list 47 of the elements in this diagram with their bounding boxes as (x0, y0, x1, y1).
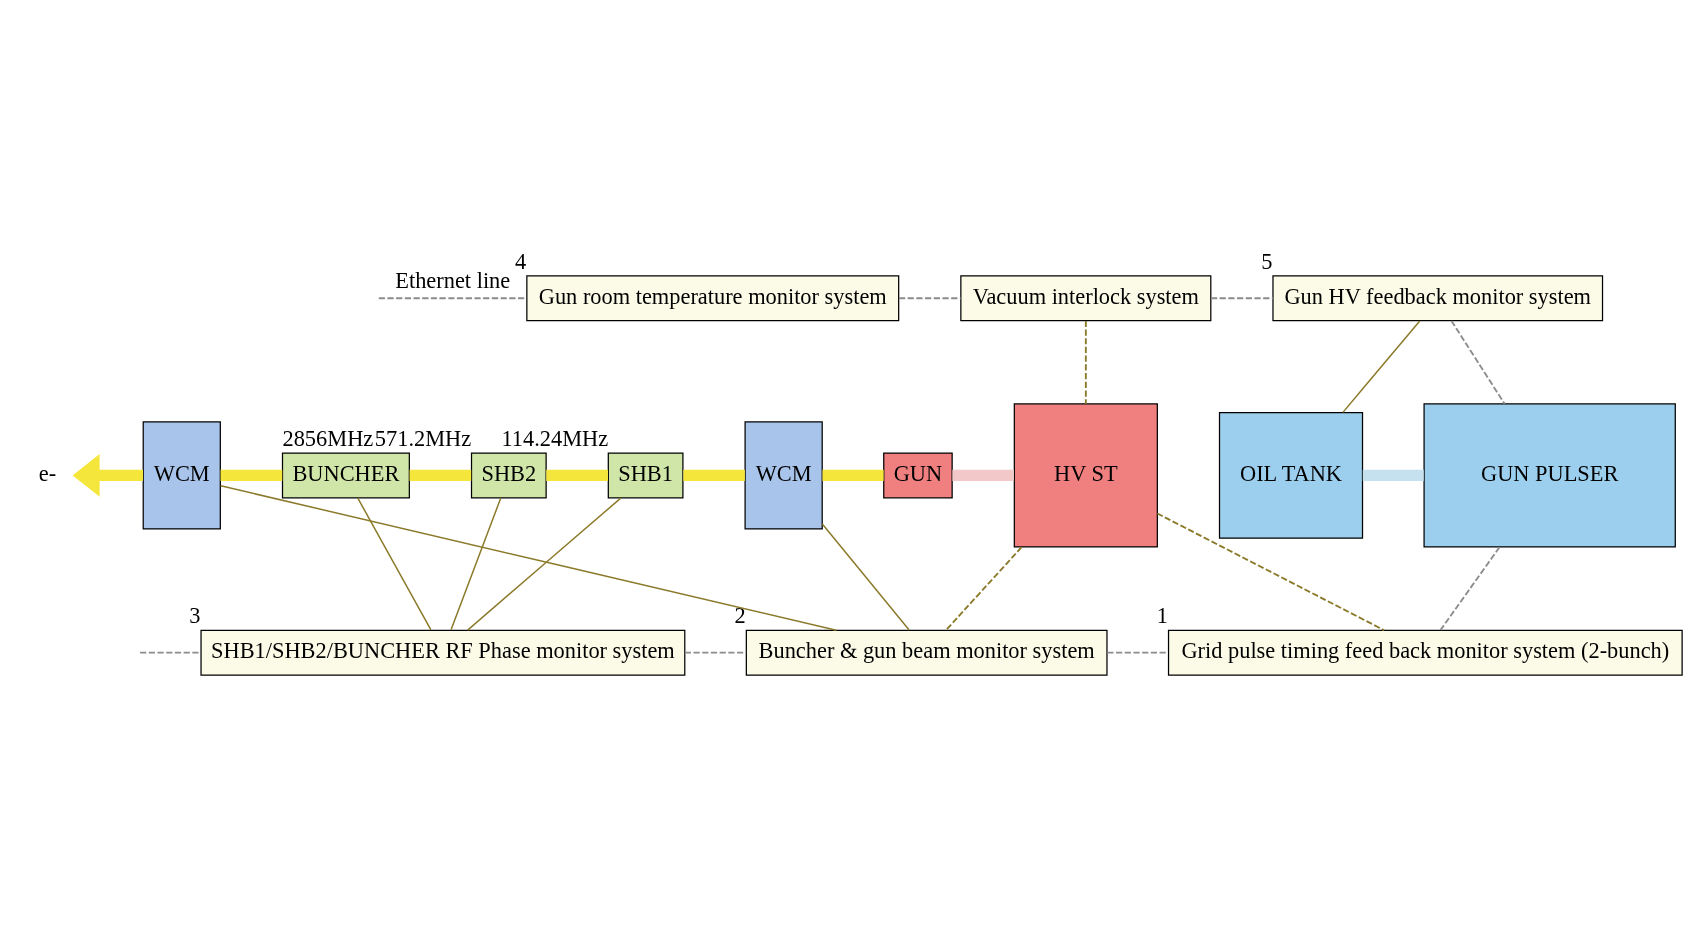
connector (683, 469, 745, 481)
node-text: e- (38, 460, 57, 486)
connector (220, 469, 283, 481)
connector (139, 651, 202, 654)
node-label: 4 (515, 248, 527, 274)
connector (1210, 296, 1274, 299)
node-box: Buncher & gun beam monitor system (745, 629, 1108, 676)
node-box: WCM (142, 420, 221, 530)
node-label: 2856MHz (282, 425, 374, 451)
node-box: HV ST (1013, 402, 1158, 548)
node-box: Gun HV feedback monitor system (1272, 274, 1604, 321)
node-label: 3 (189, 602, 201, 628)
connector (898, 296, 962, 299)
connector (357, 496, 432, 631)
connector (952, 469, 1014, 481)
node-box: SHB1 (607, 451, 684, 498)
connector (450, 496, 502, 631)
node-box: BUNCHER (281, 451, 410, 498)
connector (945, 545, 1023, 631)
node-box: WCM (744, 420, 823, 530)
node-box: SHB2 (470, 451, 547, 498)
connector (822, 469, 884, 481)
node-box: GUN (883, 451, 953, 498)
connector (1439, 545, 1501, 631)
arrow (72, 453, 143, 497)
node-box: Vacuum interlock system (960, 274, 1212, 321)
node-label: 1 (1156, 602, 1168, 628)
connector (821, 522, 910, 631)
connector (409, 469, 472, 481)
connector (546, 469, 608, 481)
connector (1450, 319, 1506, 405)
node-label: 571.2MHz (374, 425, 472, 451)
connector (1342, 319, 1421, 413)
node-box: OIL TANK (1218, 411, 1364, 539)
connector (1156, 512, 1386, 631)
connector (220, 484, 838, 631)
edge-label: Ethernet line (395, 267, 511, 293)
node-box: Grid pulse timing feed back monitor system (2-bunch) (1167, 629, 1683, 676)
node-label: 2 (734, 602, 746, 628)
node-box: SHB1/SHB2/BUNCHER RF Phase monitor system (200, 629, 686, 676)
node-label: 114.24MHz (501, 425, 609, 451)
connector (1362, 469, 1424, 481)
node-box: Gun room temperature monitor system (526, 274, 900, 321)
connector (1084, 319, 1087, 405)
node-box: GUN PULSER (1423, 402, 1676, 548)
connector (466, 496, 622, 631)
node-label: 5 (1261, 248, 1273, 274)
